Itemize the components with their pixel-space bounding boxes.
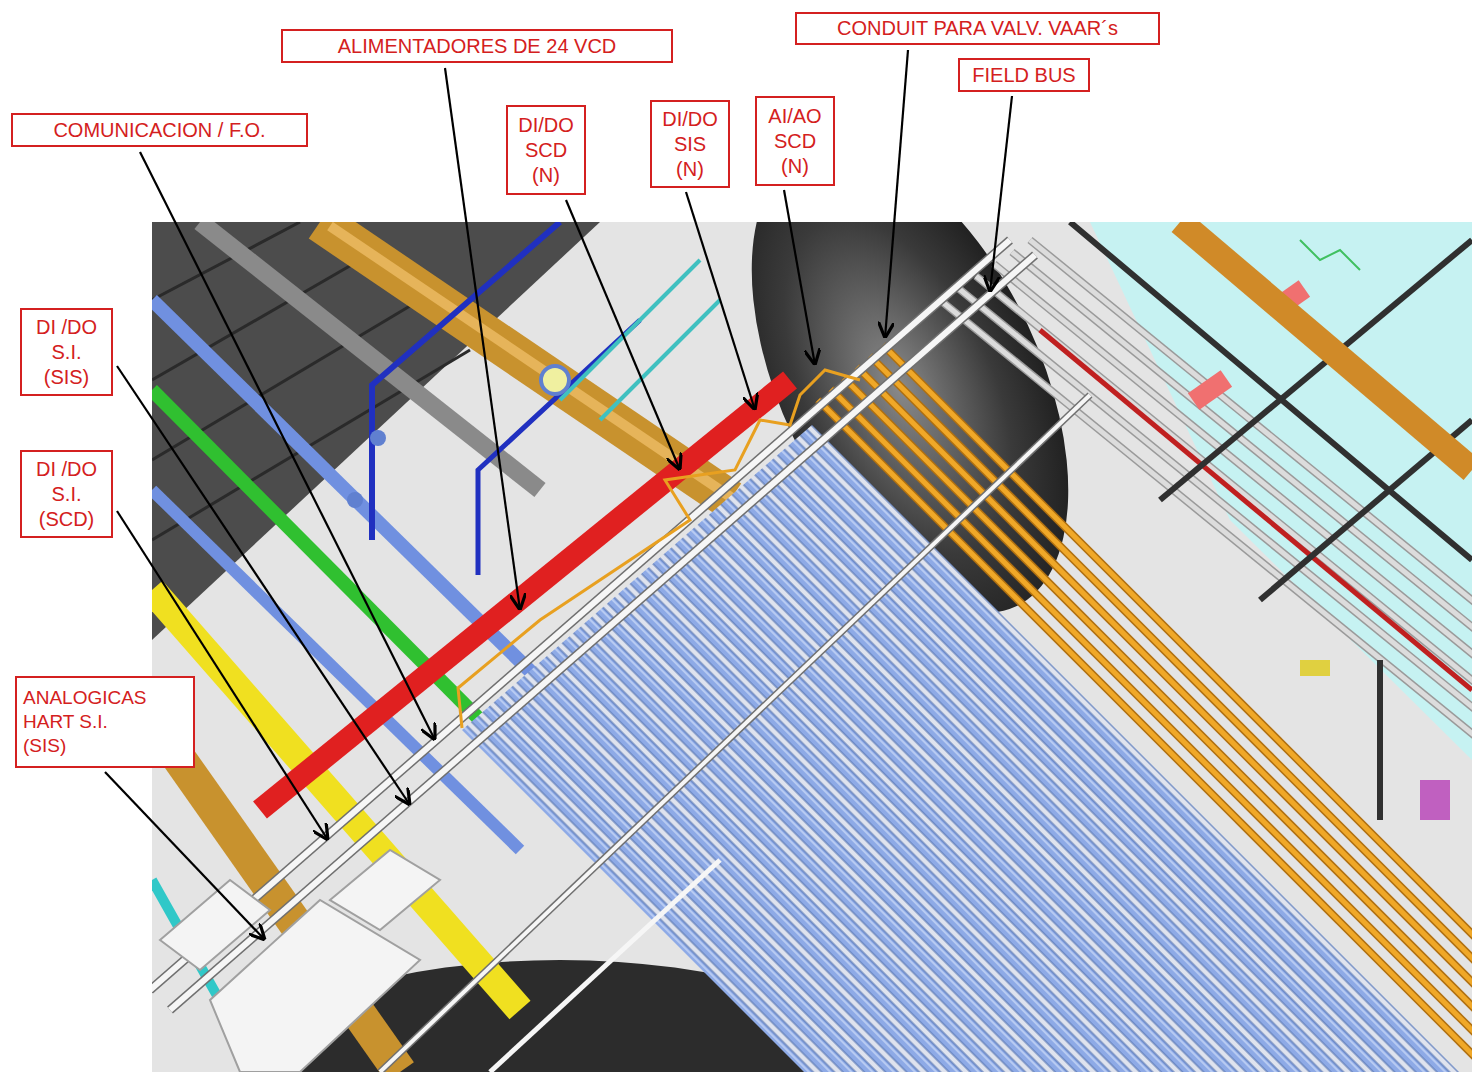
callout-label: COMUNICACION / F.O. xyxy=(53,118,265,143)
fieldbus-conduits xyxy=(940,240,1472,740)
leader-lines xyxy=(105,50,1012,940)
leader-line xyxy=(686,192,755,410)
callout-label: CONDUIT PARA VALV. VAAR´s xyxy=(837,16,1118,41)
callout-label: FIELD BUS xyxy=(972,63,1075,88)
callout-box: COMUNICACION / F.O. xyxy=(11,113,308,147)
leader-line xyxy=(990,96,1012,292)
callout-label: AI/AO SCD (N) xyxy=(765,104,825,179)
plant-3d-view xyxy=(152,222,1472,1072)
callout-box: CONDUIT PARA VALV. VAAR´s xyxy=(795,12,1160,45)
conduit-group-outline xyxy=(458,370,860,728)
leader-line xyxy=(885,50,908,338)
callout-box: DI/DO SCD (N) xyxy=(506,105,586,195)
callout-box: ALIMENTADORES DE 24 VCD xyxy=(281,29,673,63)
leader-line xyxy=(566,200,680,470)
callout-label: DI /DO S.I. (SCD) xyxy=(32,457,102,532)
orange-conduits xyxy=(818,345,1472,1072)
callout-box: AI/AO SCD (N) xyxy=(755,96,835,186)
cable-tray xyxy=(152,240,1090,1072)
leader-line xyxy=(784,190,815,365)
callout-box: ANALOGICAS HART S.I. (SIS) xyxy=(15,676,195,768)
callout-label: DI/DO SIS (N) xyxy=(660,107,720,182)
callout-box: FIELD BUS xyxy=(958,58,1090,92)
support-beams xyxy=(1070,222,1472,820)
callout-box: DI /DO S.I. (SIS) xyxy=(20,308,113,396)
orange-conduits-highlight xyxy=(818,345,1472,1072)
callout-label: DI /DO S.I. (SIS) xyxy=(32,315,102,390)
callout-box: DI/DO SIS (N) xyxy=(650,100,730,188)
fieldbus-conduits-highlight xyxy=(940,240,1472,740)
misc-fittings xyxy=(1180,222,1472,820)
callout-label: DI/DO SCD (N) xyxy=(516,113,576,188)
callout-label: ALIMENTADORES DE 24 VCD xyxy=(338,34,617,59)
leader-line xyxy=(105,772,265,940)
callout-box: DI /DO S.I. (SCD) xyxy=(20,450,113,538)
callout-label: ANALOGICAS HART S.I. (SIS) xyxy=(23,686,151,757)
leader-line xyxy=(140,152,435,740)
